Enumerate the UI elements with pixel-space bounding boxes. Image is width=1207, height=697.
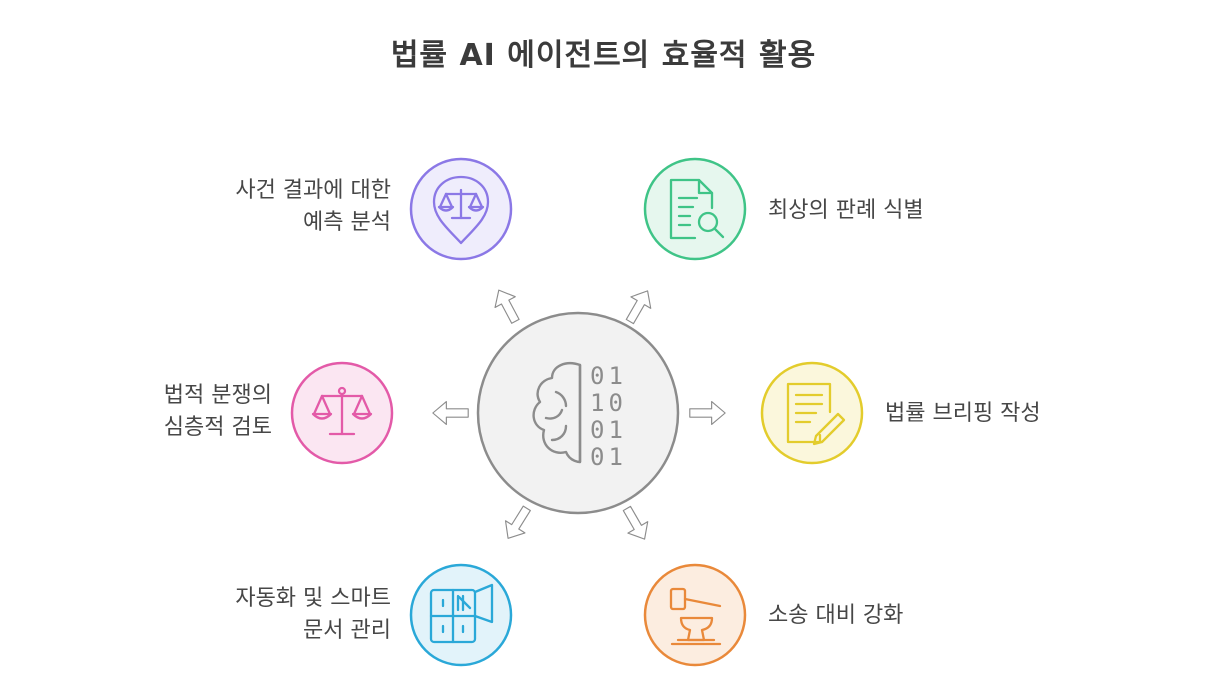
node-precedent-identification xyxy=(643,157,747,261)
arrow-right xyxy=(688,400,727,426)
scales-pin-icon xyxy=(432,175,490,245)
document-search-icon xyxy=(669,178,725,240)
node-litigation-prep xyxy=(643,563,747,667)
label-briefing-writing: 법률 브리핑 작성 xyxy=(885,401,1041,426)
arrow-bottom-right xyxy=(616,501,656,546)
label-predictive-analysis: 사건 결과에 대한 예측 분석 xyxy=(235,178,391,235)
node-document-management xyxy=(409,563,513,667)
node-dispute-review xyxy=(290,361,394,465)
arrow-left xyxy=(431,400,470,426)
central-node xyxy=(476,311,680,515)
label-dispute-review: 법적 분쟁의 심층적 검토 xyxy=(163,383,272,440)
binary-digit-row: 01 xyxy=(590,443,627,471)
label-precedent-identification: 최상의 판례 식별 xyxy=(768,198,924,223)
label-litigation-prep: 소송 대비 강화 xyxy=(768,603,904,628)
node-briefing-writing xyxy=(760,361,864,465)
arrow-bottom-left xyxy=(497,501,538,546)
arrow-top-right xyxy=(619,284,659,329)
page-title: 법률 AI 에이전트의 효율적 활용 xyxy=(390,38,817,73)
binary-digit-row: 01 xyxy=(590,416,627,444)
label-document-management: 자동화 및 스마트 문서 관리 xyxy=(235,586,391,643)
node-predictive-analysis xyxy=(409,157,513,261)
binary-digit-row: 10 xyxy=(590,389,627,417)
arrow-top-left xyxy=(487,283,527,328)
document-pencil-icon xyxy=(786,382,846,446)
binary-digit-row: 01 xyxy=(590,362,627,390)
brain-binary-icon xyxy=(532,362,582,464)
filing-cabinet-icon xyxy=(429,583,494,644)
gavel-anvil-icon xyxy=(669,587,722,646)
scales-icon xyxy=(311,386,373,436)
